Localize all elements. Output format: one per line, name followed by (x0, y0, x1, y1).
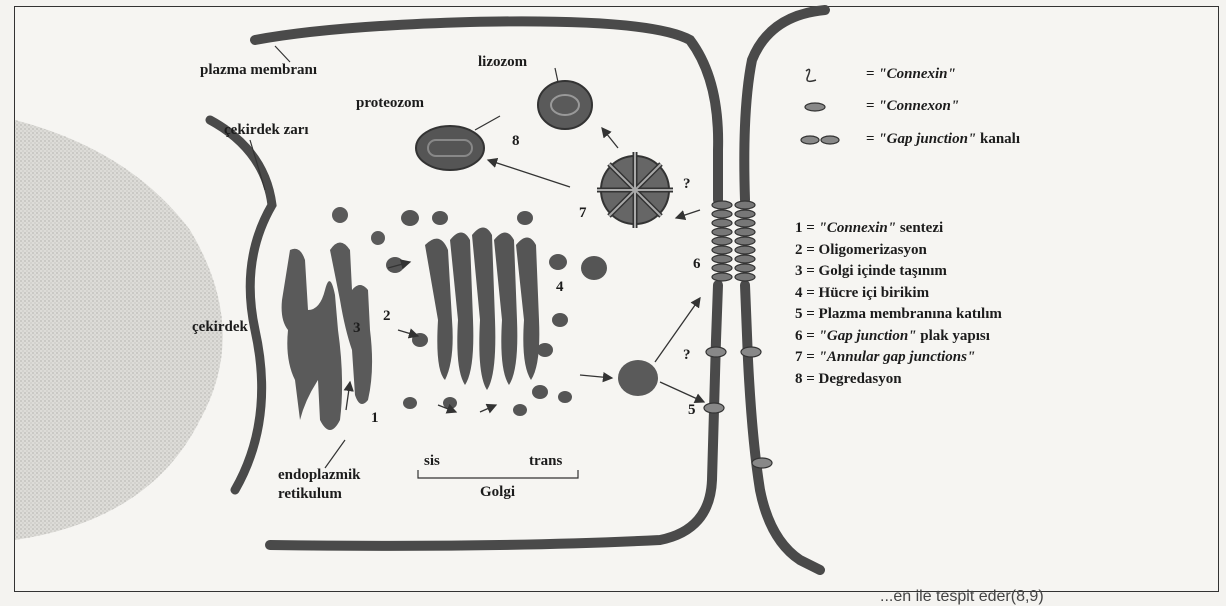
golgi-bracket (418, 470, 578, 478)
legend-gap-junction: = "Gap junction" kanalı (866, 131, 1020, 148)
step-item-7: 7 = "Annular gap junctions" (795, 347, 1002, 369)
step-item-8: 8 = Degredasyon (795, 369, 1002, 391)
step-number-6: 6 (693, 256, 701, 273)
connexin-legend-icon (806, 69, 816, 81)
step-number-2: 2 (383, 308, 391, 325)
label-golgi: Golgi (480, 484, 515, 501)
label-nucleus: çekirdek (192, 319, 248, 336)
steps-list: 1 = "Connexin" sentezi 2 = Oligomerizasy… (795, 218, 1002, 390)
legend-gap-suffix: kanalı (976, 131, 1020, 147)
step-number-7: 7 (579, 205, 587, 222)
label-er-line2: retikulum (278, 486, 342, 503)
step-item-5: 5 = Plazma membranına katılım (795, 304, 1002, 326)
label-question-1: ? (683, 176, 691, 193)
legend-connexon-eq: = (866, 98, 878, 114)
label-er-line1: endoplazmik (278, 467, 361, 484)
label-nuclear-envelope: çekirdek zarı (224, 122, 309, 139)
legend-gap-eq: = (866, 131, 878, 147)
endoplasmic-reticulum (282, 207, 385, 430)
step-number-1: 1 (371, 410, 379, 427)
proteasome (416, 126, 484, 170)
step-item-2: 2 = Oligomerizasyon (795, 240, 1002, 262)
golgi-stacks (386, 210, 607, 416)
footer-text-fragment: ...en ile tespit eder(8,9) (880, 588, 1044, 606)
legend-connexin-text: "Connexin" (878, 66, 956, 82)
step-item-1: 1 = "Connexin" sentezi (795, 218, 1002, 240)
label-question-2: ? (683, 347, 691, 364)
step-item-6: 6 = "Gap junction" plak yapısı (795, 326, 1002, 348)
label-cis: sis (424, 453, 440, 470)
step-number-4: 4 (556, 279, 564, 296)
label-lysosome: lizozom (478, 54, 527, 71)
step-number-3: 3 (353, 320, 361, 337)
annular-gap-junction (597, 152, 673, 228)
gap-junction-legend-icon (801, 136, 839, 144)
label-proteasome: proteozom (356, 95, 424, 112)
label-trans: trans (529, 453, 562, 470)
gap-junction-plaque (708, 198, 756, 288)
step-item-3: 3 = Golgi içinde taşınım (795, 261, 1002, 283)
legend-connexin-eq: = (866, 66, 878, 82)
label-plasma-membrane: plazma membranı (200, 62, 317, 79)
legend-connexon-text: "Connexon" (878, 98, 959, 114)
connexon-legend-icon (805, 103, 825, 111)
step-item-4: 4 = Hücre içi birikim (795, 283, 1002, 305)
lysosome (538, 81, 592, 129)
transport-vesicle (618, 360, 658, 396)
legend-connexin: = "Connexin" (866, 66, 956, 83)
step-number-5: 5 (688, 402, 696, 419)
step-number-8: 8 (512, 133, 520, 150)
legend-connexon: = "Connexon" (866, 98, 959, 115)
legend-gap-text: "Gap junction" (878, 131, 976, 147)
